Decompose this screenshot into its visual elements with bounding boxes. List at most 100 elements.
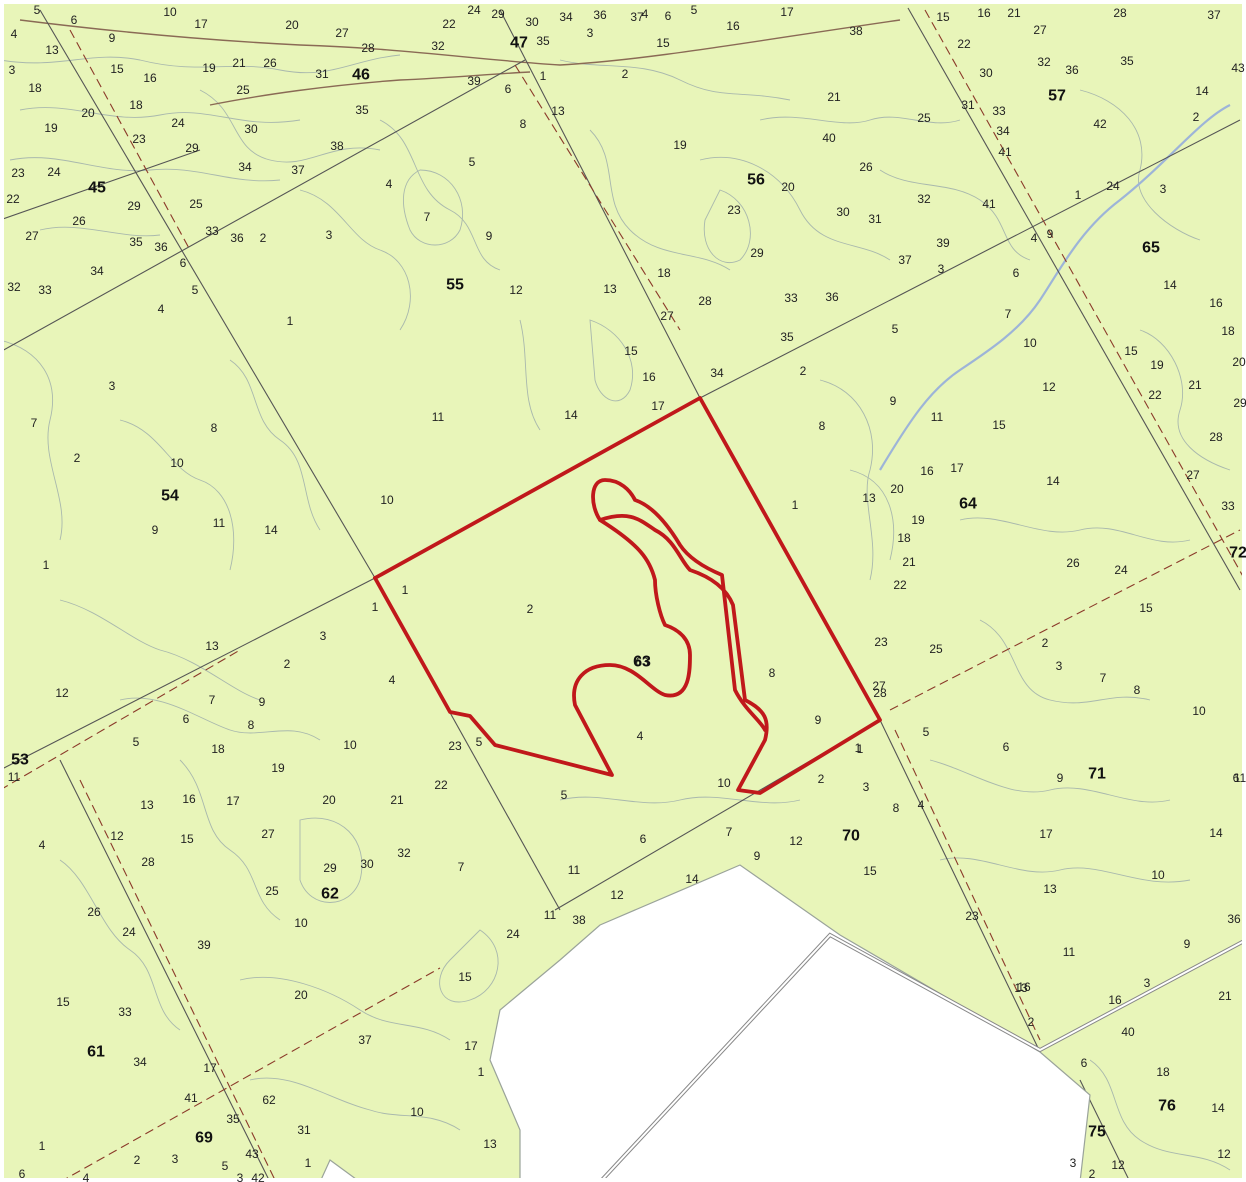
plot-number-label: 40 [822,131,836,145]
plot-number-label: 13 [1043,882,1057,896]
plot-number-label: 31 [961,98,975,112]
plot-number-label: 3 [938,262,945,276]
plot-number-label: 31 [868,212,882,226]
plot-number-label: 6 [180,256,187,270]
quarter-number-label-65[interactable]: 65 [1142,240,1160,257]
plot-number-label: 6 [71,13,78,27]
plot-number-label: 3 [863,780,870,794]
plot-number-label: 43 [245,1147,259,1161]
plot-number-label: 1 [43,558,50,572]
quarter-number-label-55[interactable]: 55 [446,277,464,294]
plot-number-label: 13 [140,798,154,812]
plot-number-label: 30 [979,66,993,80]
quarter-number-label-76[interactable]: 76 [1158,1098,1176,1115]
quarter-number-label-72[interactable]: 72 [1229,545,1246,562]
plot-number-label: 23 [727,203,741,217]
plot-number-label: 22 [1148,388,1162,402]
plot-number-label: 5 [192,283,199,297]
plot-number-label: 24 [1106,179,1120,193]
plot-number-label: 36 [154,240,168,254]
plot-number-label: 26 [72,214,86,228]
plot-number-label: 15 [458,970,472,984]
plot-number-label: 21 [1218,989,1232,1003]
quarter-number-label-57[interactable]: 57 [1048,88,1066,105]
plot-number-label: 21 [902,555,916,569]
plot-number-label: 20 [294,988,308,1002]
quarter-number-label-46[interactable]: 46 [352,67,370,84]
plot-number-label: 27 [261,827,275,841]
plot-number-label: 7 [726,825,733,839]
plot-number-label: 5 [923,725,930,739]
plot-number-label: 6 [505,82,512,96]
plot-number-label: 19 [271,761,285,775]
plot-number-label: 9 [486,229,493,243]
plot-number-label: 8 [520,117,527,131]
plot-number-label: 62 [262,1093,276,1107]
plot-number-label: 1 [402,583,409,597]
plot-number-label: 32 [397,846,411,860]
plot-number-label: 43 [1231,61,1245,75]
quarter-number-label-69[interactable]: 69 [195,1130,213,1147]
quarter-number-label-64[interactable]: 64 [959,496,977,513]
plot-number-label: 2 [1089,1167,1096,1181]
plot-number-label: 11 [544,908,557,922]
plot-number-label: 24 [122,925,136,939]
plot-number-label: 7 [31,416,38,430]
quarter-number-label-47[interactable]: 47 [510,35,528,52]
quarter-number-label-54[interactable]: 54 [161,488,179,505]
plot-number-label: 31 [315,67,329,81]
highlighted-quarter-inner-boundary[interactable] [373,518,692,777]
quarter-number-label-75[interactable]: 75 [1088,1124,1106,1141]
quarter-number-label-71[interactable]: 71 [1088,766,1106,783]
plot-number-label: 32 [431,39,445,53]
quarter-number-label-63[interactable]: 63 [633,654,651,671]
quarter-number-label-53[interactable]: 53 [11,752,29,769]
plot-number-label: 22 [893,578,907,592]
plot-number-label: 19 [202,61,216,75]
plot-number-label: 42 [1093,117,1107,131]
plot-number-label: 5 [892,322,899,336]
plot-number-label: 2 [134,1153,141,1167]
quarter-number-label-61[interactable]: 61 [87,1044,105,1061]
plot-number-label: 37 [291,163,305,177]
plot-number-label: 38 [330,139,344,153]
plot-number-label: 11 [1234,771,1246,785]
road-north-branch [209,71,531,106]
plot-number-label: 26 [859,160,873,174]
quarter-number-label-70[interactable]: 70 [842,828,860,845]
plot-number-label: 14 [1163,278,1177,292]
plot-number-label: 27 [1186,468,1200,482]
plot-number-label: 36 [825,290,839,304]
plot-number-label: 34 [238,160,252,174]
plot-number-label: 16 [920,464,934,478]
quarter-number-label-62[interactable]: 62 [321,886,339,903]
plot-number-label: 3 [1070,1156,1077,1170]
plot-number-label: 10 [717,776,731,790]
plot-number-label: 2 [284,657,291,671]
plot-number-label: 6 [183,712,190,726]
plot-number-label: 13 [45,43,59,57]
plot-number-label: 20 [890,482,904,496]
plot-number-label: 6 [640,832,647,846]
plot-number-label: 26 [1066,556,1080,570]
plot-number-label: 8 [769,666,776,680]
clearing-corner [319,1159,362,1182]
quarter-number-label-56[interactable]: 56 [747,172,765,189]
plot-number-label: 3 [237,1171,244,1182]
plot-number-label: 16 [1209,296,1223,310]
plot-number-label: 35 [536,34,550,48]
highlighted-quarter-boundary[interactable] [373,396,882,795]
plot-number-label: 33 [38,283,52,297]
quarter-number-label-45[interactable]: 45 [88,180,106,197]
plot-number-label: 6 [1013,266,1020,280]
plot-number-label: 20 [285,18,299,32]
plot-number-label: 4 [83,1171,90,1182]
plot-number-label: 27 [872,679,886,693]
plot-number-label: 6 [1003,740,1010,754]
plot-number-label: 2 [1042,636,1049,650]
plot-number-label: 21 [1007,6,1021,20]
plot-number-label: 18 [129,98,143,112]
